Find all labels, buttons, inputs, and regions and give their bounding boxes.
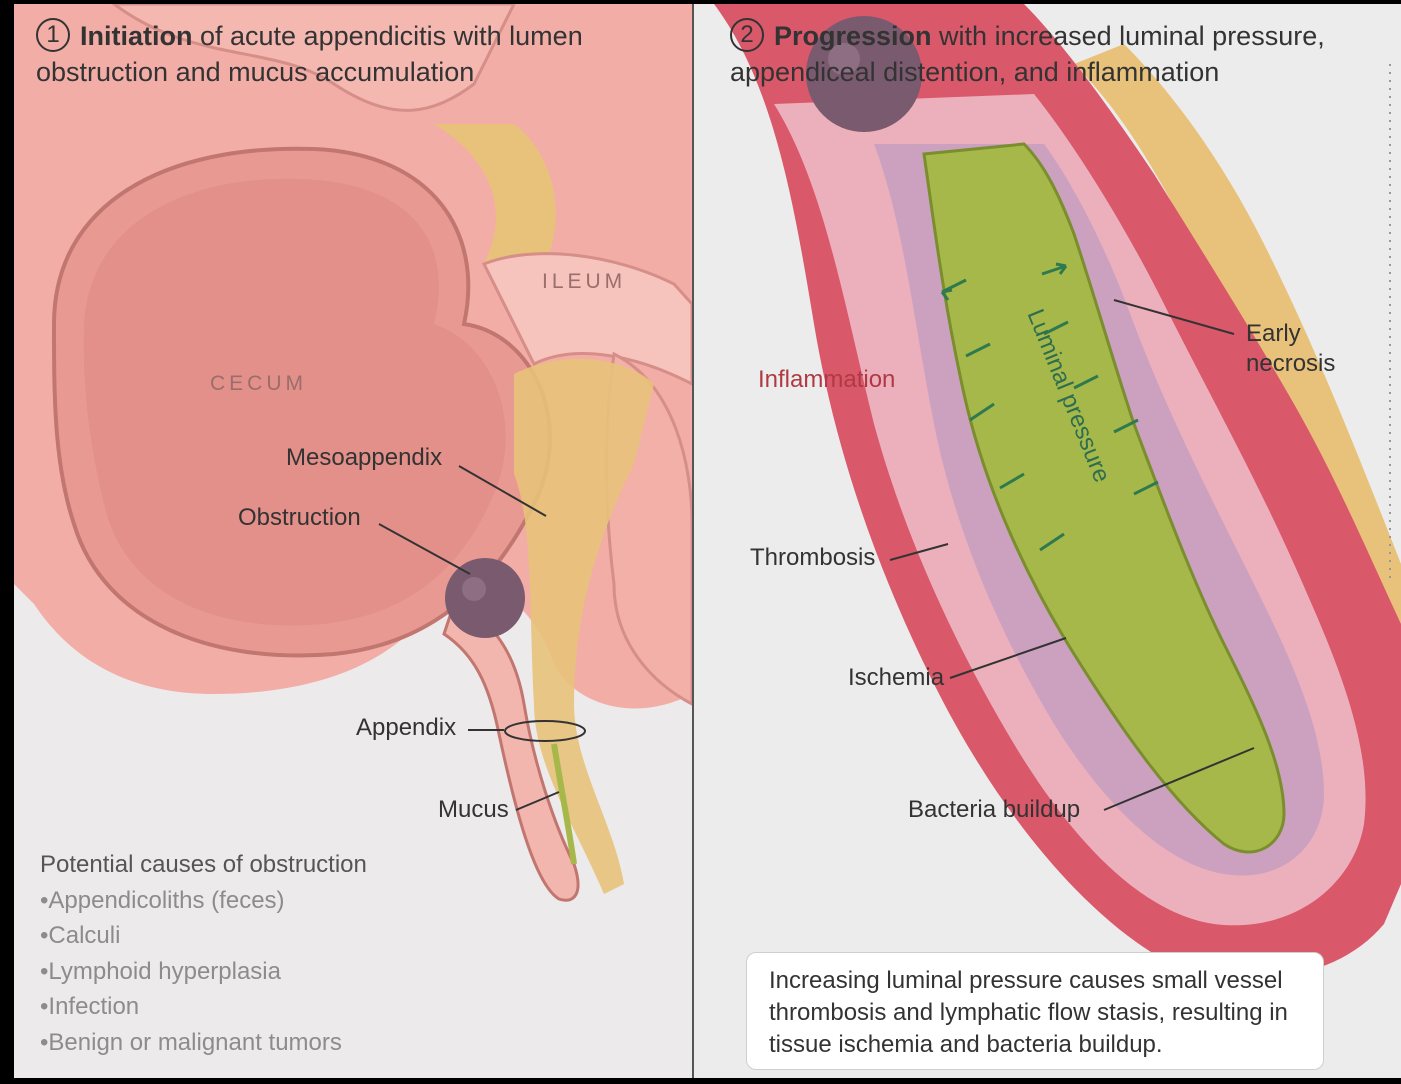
bacteria-buildup-label: Bacteria buildup (908, 796, 1080, 824)
causes-title: Potential causes of obstruction (40, 847, 367, 883)
appendix-label: Appendix (356, 714, 456, 742)
panel2-title-bold: Progression (774, 21, 932, 51)
mucus-label: Mucus (438, 796, 509, 824)
obstruction-causes: Potential causes of obstruction Appendic… (40, 847, 367, 1060)
ileum-label: ILEUM (542, 270, 626, 294)
cause-item: Calculi (40, 918, 367, 954)
step-number-1: 1 (36, 18, 70, 52)
cecum-label: CECUM (210, 372, 307, 396)
inflamed-appendix-illustration (694, 4, 1401, 1078)
inflammation-label: Inflammation (758, 366, 895, 394)
step-number-2: 2 (730, 18, 764, 52)
early-necrosis-label-1: Early (1246, 320, 1301, 348)
obstruction-label: Obstruction (238, 504, 361, 532)
cause-item: Benign or malignant tumors (40, 1025, 367, 1061)
explanation-note: Increasing luminal pressure causes small… (746, 952, 1324, 1070)
ischemia-label: Ischemia (848, 664, 944, 692)
thrombosis-label: Thrombosis (750, 544, 875, 572)
mesoappendix-label: Mesoappendix (286, 444, 442, 472)
cause-item: Appendicoliths (feces) (40, 883, 367, 919)
early-necrosis-label-2: necrosis (1246, 350, 1335, 378)
cause-item: Lymphoid hyperplasia (40, 954, 367, 990)
cause-item: Infection (40, 989, 367, 1025)
panel1-title-bold: Initiation (80, 21, 192, 51)
